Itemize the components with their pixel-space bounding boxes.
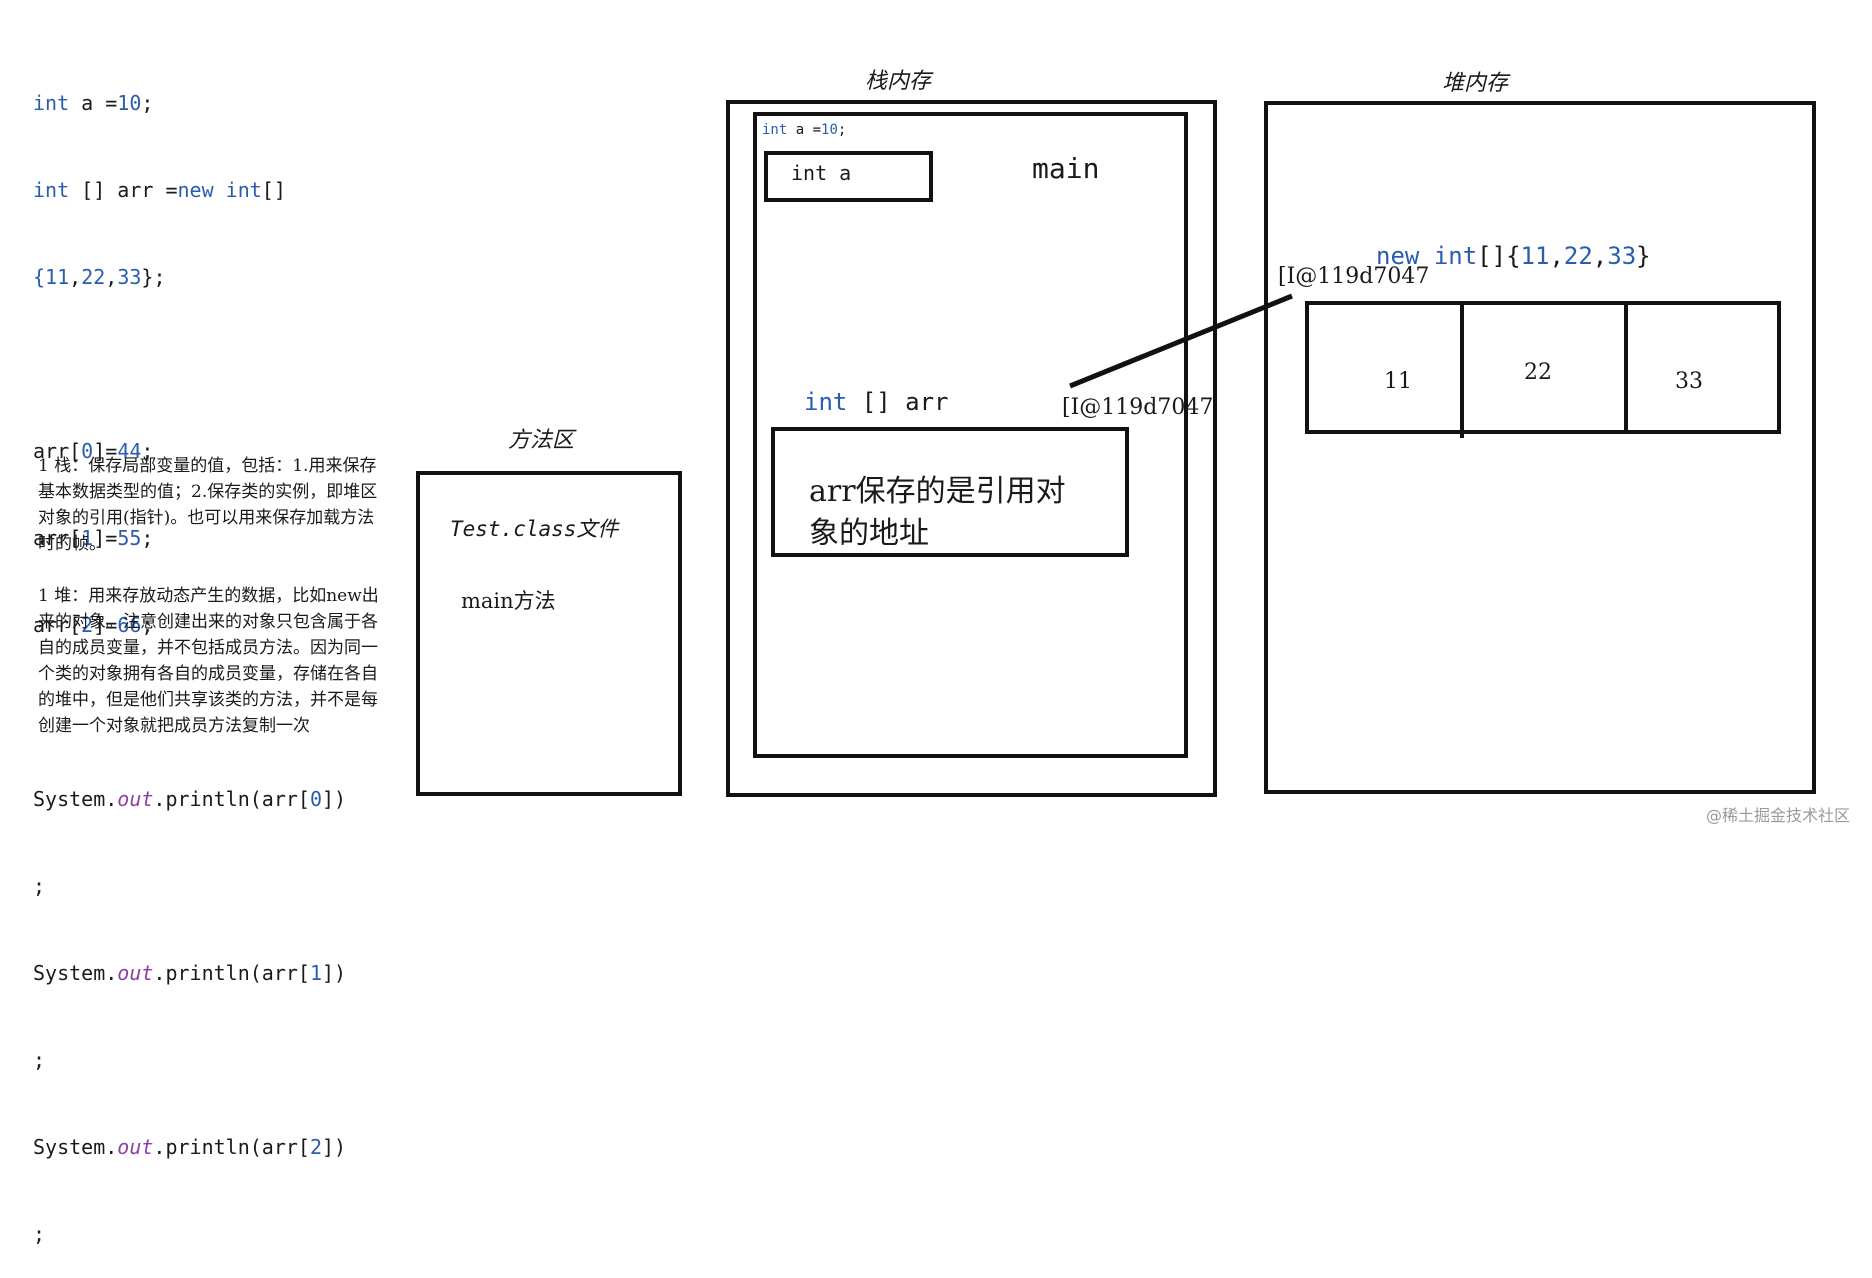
reference-line [1069, 293, 1293, 389]
class-file-label: Test.class文件 [450, 517, 619, 541]
heap-title: 堆内存 [1442, 71, 1509, 96]
code-line-semicolon-2: ; [33, 1222, 46, 1246]
watermark: @稀土掘金技术社区 [1706, 806, 1851, 825]
code-line-int-a: int a =10; [33, 91, 154, 115]
stack-memory-box [726, 100, 1217, 797]
stack-note: 1 栈：保存局部变量的值，包括：1.用来保存基本数据类型的值；2.保存类的实例，… [38, 456, 378, 554]
array-cell-2: 33 [1675, 369, 1703, 394]
arr-note-box [771, 427, 1129, 557]
code-line-int-arr: int [] arr =new int[] [33, 178, 286, 202]
array-cell-1: 22 [1524, 360, 1552, 385]
code-line-semicolon-1: ; [33, 1048, 46, 1072]
frame-label-main: main [1032, 152, 1100, 185]
method-area-title: 方法区 [508, 428, 575, 453]
code-line-assign-1: arr[1]=55; [33, 526, 154, 550]
main-method-label: main方法 [461, 589, 556, 613]
arr-declaration: int [] arr [804, 388, 949, 416]
heap-object-reference: [I@119d7047 [1278, 264, 1430, 289]
array-cell-0: 11 [1384, 369, 1412, 394]
heap-note: 1 堆：用来存放动态产生的数据，比如new出来的对象。注意创建出来的对象只包含属… [38, 586, 379, 736]
stack-title: 栈内存 [865, 69, 932, 94]
frame-code: int a =10; [762, 122, 847, 138]
code-line-print-2: System.out.println(arr[2]) [33, 1135, 347, 1159]
code-line-initializer: {11,22,33}; [33, 265, 166, 289]
array-divider-2 [1624, 301, 1628, 434]
code-line-semicolon-0: ; [33, 874, 46, 898]
arr-reference-value: [I@119d7047 [1062, 395, 1214, 420]
var-a-box [764, 151, 933, 202]
heap-memory-box [1264, 101, 1816, 794]
main-frame-box [753, 112, 1188, 758]
code-line-assign-2: arr[2]=66; [33, 613, 154, 637]
code-line-print-0: System.out.println(arr[0]) [33, 787, 347, 811]
arr-note-text: arr保存的是引用对象的地址 [809, 474, 1066, 551]
heap-new-expression: new int[]{11,22,33} [1376, 242, 1651, 270]
method-area-box [416, 471, 682, 796]
array-divider-1 [1460, 301, 1464, 438]
reference-connector [1069, 293, 1293, 389]
var-a-label: int a [791, 161, 852, 185]
array-object-box [1305, 301, 1781, 434]
code-line-assign-0: arr[0]=44; [33, 439, 154, 463]
code-line-print-1: System.out.println(arr[1]) [33, 961, 347, 985]
